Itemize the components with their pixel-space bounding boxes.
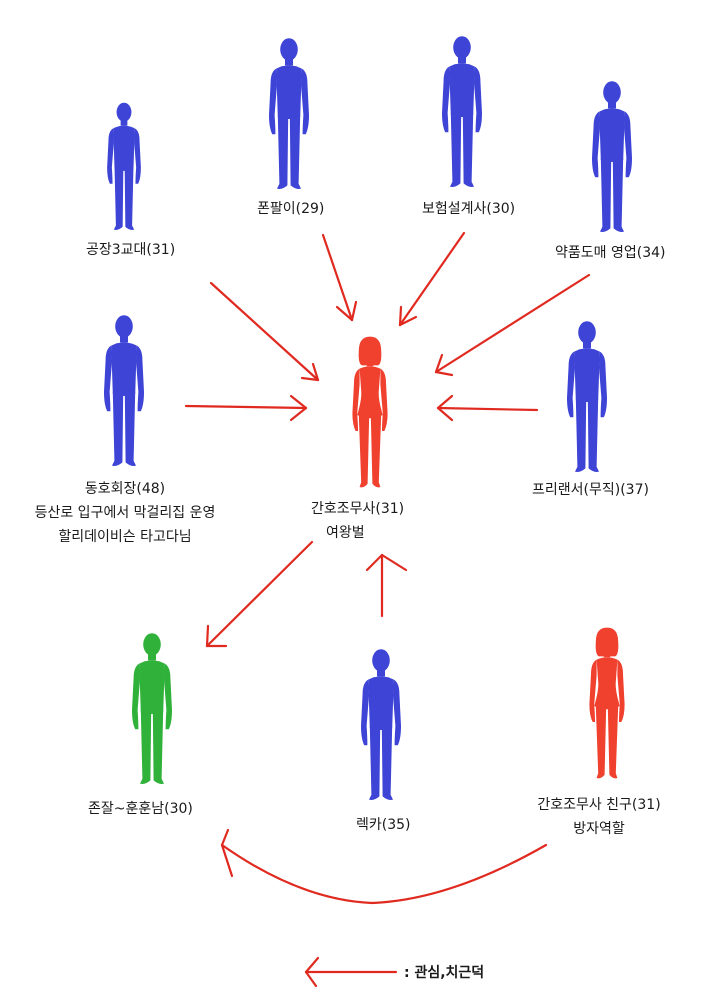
person-figure-factory-worker — [107, 102, 141, 230]
arrows-layer — [184, 231, 591, 988]
arrow-freelancer-to-nurse-aide — [436, 394, 539, 422]
arrow-nurse-aide-friend-to-handsome-guy — [220, 828, 548, 905]
arrow-insurance-planner-to-nurse-aide — [398, 231, 466, 327]
person-label-line: 약품도매 영업(34) — [555, 245, 666, 261]
person-figure-freelancer — [567, 321, 607, 472]
person-label-pharma-sales: 약품도매 영업(34) — [555, 241, 678, 265]
person-figure-nurse-aide — [352, 336, 388, 488]
legend-text: : 관심,치근덕 — [404, 965, 485, 981]
person-figure-insurance-planner — [442, 36, 482, 188]
arrow-phone-seller-to-nurse-aide — [321, 233, 358, 322]
figures-layer — [104, 36, 632, 800]
person-label-line: 프리랜서(무직)(37) — [532, 482, 649, 498]
person-figure-handsome-guy — [132, 633, 172, 784]
person-figure-nurse-aide-friend — [589, 627, 625, 779]
person-label-line: 간호조무사(31) — [311, 501, 405, 517]
person-figure-lekka — [361, 649, 401, 800]
person-label-handsome-guy: 존잘~훈훈남(30) — [88, 797, 193, 821]
person-label-nurse-aide: 간호조무사(31) 여왕벌 — [311, 497, 404, 545]
arrow-factory-worker-to-nurse-aide — [209, 281, 320, 382]
person-label-line: 동호회장(48) — [84, 481, 166, 497]
arrow-nurse-aide-to-handsome-guy — [205, 540, 314, 648]
person-label-line: 공장3교대(31) — [86, 242, 176, 258]
legend-arrow — [304, 956, 398, 988]
person-figure-club-president — [104, 315, 144, 466]
person-label-line: 할리데이비슨 타고다님 — [58, 529, 192, 545]
person-label-line: 등산로 입구에서 막걸리집 운영 — [34, 505, 216, 521]
person-label-line: 여왕벌 — [326, 525, 365, 541]
person-label-phone-seller: 폰팔이(29) — [257, 197, 324, 221]
person-label-line: 렉카(35) — [356, 817, 411, 833]
person-label-freelancer: 프리랜서(무직)(37) — [532, 478, 649, 502]
person-label-line: 간호조무사 친구(31) — [537, 797, 661, 813]
person-label-nurse-aide-friend: 간호조무사 친구(31) 방자역할 — [528, 793, 670, 841]
arrow-lekka-to-nurse-aide — [365, 553, 408, 618]
person-figure-pharma-sales — [592, 81, 632, 232]
person-label-line: 방자역할 — [573, 821, 625, 837]
person-label-insurance-planner: 보험설계사(30) — [422, 197, 515, 221]
person-label-factory-worker: 공장3교대(31) — [86, 238, 175, 262]
person-label-line: 존잘~훈훈남(30) — [88, 801, 193, 817]
arrow-pharma-sales-to-nurse-aide — [434, 273, 591, 377]
person-label-club-president: 동호회장(48) 등산로 입구에서 막걸리집 운영 할리데이비슨 타고다님 — [14, 477, 236, 549]
person-label-lekka: 렉카(35) — [356, 813, 411, 837]
arrow-club-president-to-nurse-aide — [184, 394, 308, 422]
person-label-line: 보험설계사(30) — [422, 201, 516, 217]
person-label-line: 폰팔이(29) — [257, 201, 325, 217]
person-figure-phone-seller — [269, 38, 309, 190]
